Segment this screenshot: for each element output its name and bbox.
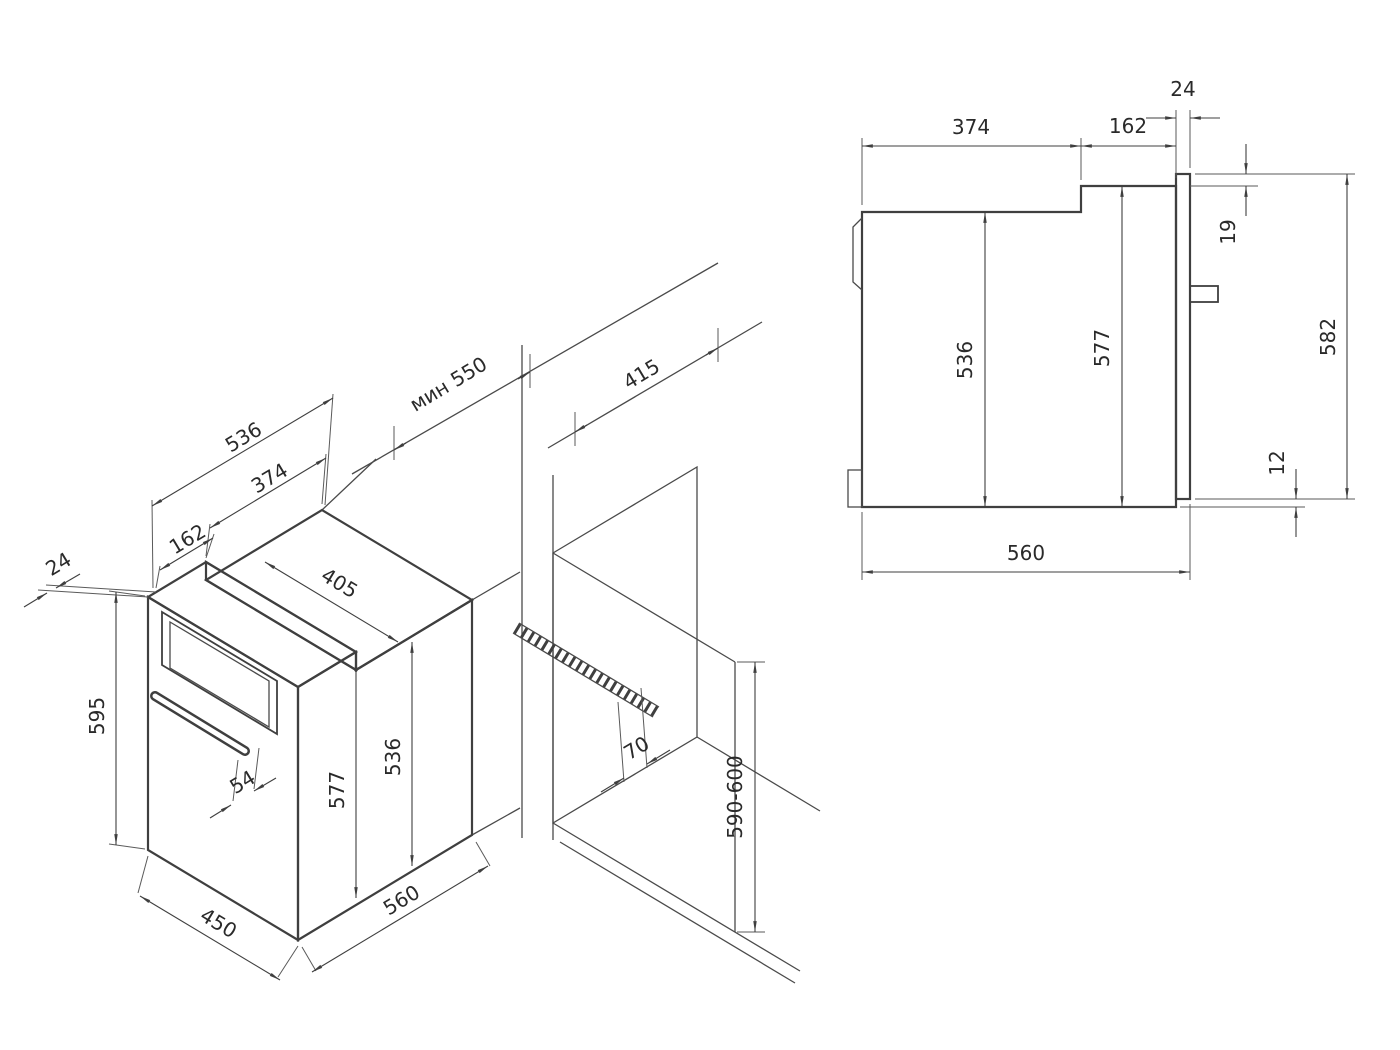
dim-label-side-162: 162 (1109, 114, 1147, 138)
iso-view: 536 374 162 24 595 54 405 577 536 450 56… (23, 262, 821, 984)
side-extension-lines (861, 110, 1355, 580)
projection-line-bottom (471, 807, 521, 836)
cabinet-bottom-front-edge (559, 841, 796, 984)
vent-grille-hatch (513, 623, 659, 717)
oven-door-window-inner (169, 620, 270, 729)
niche-floor-front-edge (552, 822, 801, 972)
side-dimensions: 374 162 24 19 536 577 582 12 560 (862, 77, 1349, 574)
dim-label-side-24: 24 (1170, 77, 1195, 101)
dim-label-side-374: 374 (952, 115, 990, 139)
dim-label-iso-415: 415 (619, 354, 664, 394)
back-foot-detail (847, 469, 863, 508)
dim-label-iso-70: 70 (619, 731, 653, 765)
niche-opening-top-edge (552, 552, 736, 663)
dim-label-side-577: 577 (1090, 329, 1114, 367)
dim-label-side-582: 582 (1316, 318, 1340, 356)
projection-line-top (321, 458, 377, 511)
dim-label-iso-595: 595 (85, 697, 109, 735)
oven-side-profile (860, 184, 1178, 509)
niche-left-wall-face (552, 465, 698, 825)
vent-grille-edge-bottom (512, 632, 654, 718)
oven-body (145, 508, 475, 942)
side-outline (847, 172, 1219, 509)
oven-right-face (296, 598, 474, 942)
vent-grille-edge-top (518, 622, 660, 708)
dim-label-side-19: 19 (1216, 219, 1240, 244)
back-panel-detail (852, 217, 863, 291)
dim-label-iso-54: 54 (225, 765, 259, 799)
dim-label-iso-536-height: 536 (381, 738, 405, 776)
dim-label-iso-590-600: 590-600 (723, 755, 747, 839)
cabinet-niche-outline (321, 262, 821, 984)
dim-label-side-12: 12 (1265, 450, 1289, 475)
dim-label-iso-24: 24 (41, 547, 75, 581)
niche-floor-back-edge (696, 736, 821, 812)
oven-door-panel (1174, 172, 1192, 501)
oven-door-window-outer (161, 610, 278, 736)
side-view: 374 162 24 19 536 577 582 12 560 (847, 77, 1355, 580)
oven-control-knob (1189, 285, 1219, 303)
dim-label-iso-577: 577 (325, 771, 349, 809)
dim-label-iso-450: 450 (196, 903, 241, 943)
cabinet-top-edge-line (351, 262, 719, 475)
oven-door-handle-highlight (152, 693, 248, 754)
dim-label-side-536: 536 (953, 341, 977, 379)
dim-label-iso-min550: мин 550 (405, 352, 491, 417)
projection-line-mid (471, 571, 521, 601)
dim-label-side-560: 560 (1007, 541, 1045, 565)
